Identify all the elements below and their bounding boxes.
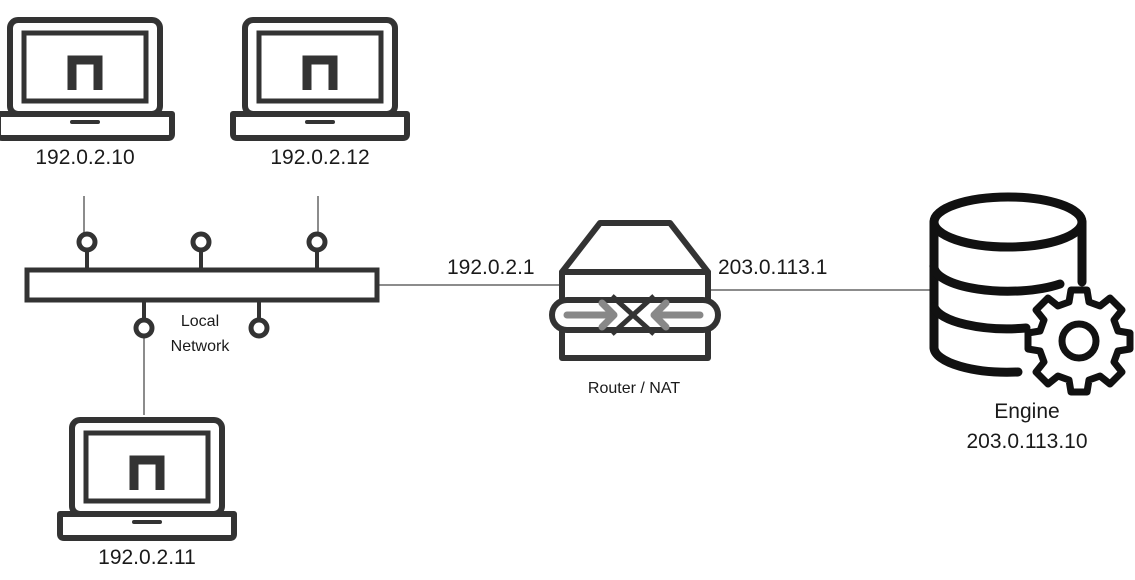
router-wan-ip-label: 203.0.113.1 (718, 256, 828, 279)
laptop-icon (233, 20, 407, 138)
network-bus-icon (24, 231, 380, 339)
laptop-2-ip-label: 192.0.2.12 (270, 146, 370, 169)
router-lan-ip-label: 192.0.2.1 (447, 256, 535, 279)
router-icon (549, 220, 721, 361)
network-label-line1: Local (180, 313, 220, 330)
database-gear-icon (929, 192, 1134, 396)
connection-lines (83, 196, 930, 415)
engine-name-label: Engine (994, 400, 1060, 423)
network-label-line2: Network (170, 338, 230, 355)
engine-ip-label: 203.0.113.10 (966, 430, 1088, 453)
router-label: Router / NAT (587, 380, 681, 397)
laptop-icon (60, 420, 234, 538)
laptop-icon (0, 20, 172, 138)
laptop-1-ip-label: 192.0.2.10 (35, 146, 135, 169)
laptop-3-ip-label: 192.0.2.11 (98, 546, 196, 569)
